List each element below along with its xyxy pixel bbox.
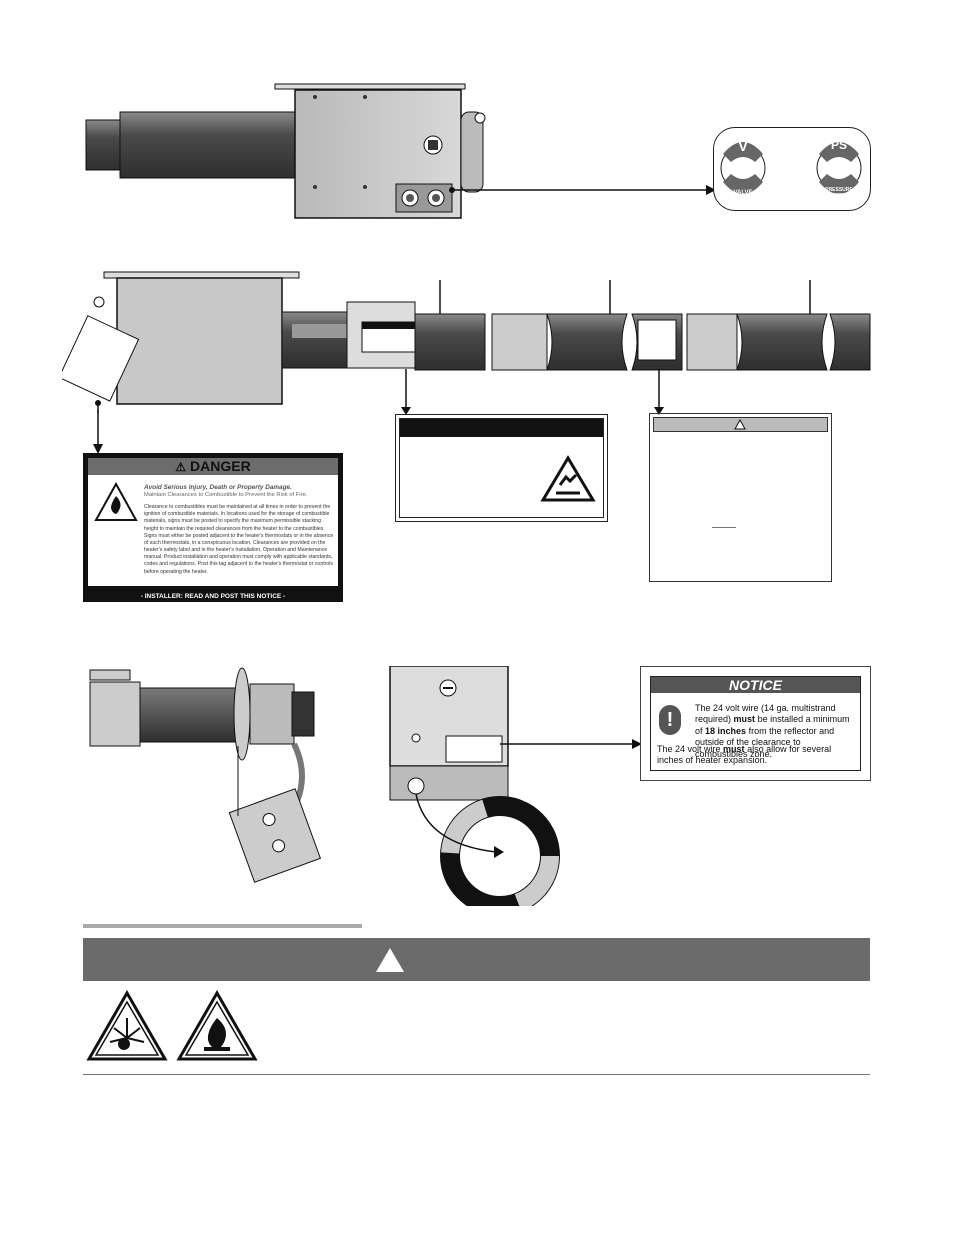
notice-title: NOTICE <box>651 677 860 693</box>
exploding-icon <box>86 990 168 1061</box>
danger-body: Clearance to combustibles must be mainta… <box>144 504 334 575</box>
valve-ps-badge-plate: V VALVE PS PRESSURE SWITCH <box>713 127 871 211</box>
hot-surface-icon <box>540 455 596 502</box>
ps-text-2: SWITCH <box>829 193 849 199</box>
pressure-switch-badge: PS PRESSURE SWITCH <box>816 134 862 202</box>
valve-letter: V <box>738 138 748 154</box>
notice-label: NOTICE ! The 24 volt wire (14 ga. multis… <box>640 666 871 781</box>
notice-paragraph-1: The 24 volt wire (14 ga. multistrand req… <box>695 703 850 725</box>
danger-footer: - INSTALLER: READ AND POST THIS NOTICE - <box>140 593 286 600</box>
warning-triangle-icon <box>376 948 404 972</box>
burner-flange-illustration <box>89 667 322 883</box>
warning-banner <box>83 938 870 981</box>
notice-callout-arrow <box>500 739 642 749</box>
danger-subtitle-1: Avoid Serious Injury, Death or Property … <box>144 484 292 491</box>
notice-paragraph-2: The 24 volt wire must also allow for sev… <box>657 744 832 766</box>
caution-tag-label <box>649 413 832 582</box>
burner-assembly-illustration <box>85 83 486 219</box>
warning-triangle-icon <box>734 419 746 430</box>
ps-text-1: PRESSURE <box>825 187 853 193</box>
danger-subtitle-2: Maintain Clearances to Combustible to Pr… <box>144 492 308 498</box>
section-rule <box>83 924 362 928</box>
control-box-illustration <box>389 666 560 906</box>
hot-surface-label <box>395 414 608 522</box>
warning-triangle-icon: ⚠ <box>175 460 187 474</box>
flame-icon <box>94 482 138 521</box>
notice-paragraph-1-cont: of 18 inches from the reflector and outs… <box>695 726 835 759</box>
danger-header: ⚠DANGER <box>88 458 338 475</box>
danger-label: ⚠DANGER Avoid Serious Injury, Death or P… <box>83 453 343 602</box>
ps-letter: PS <box>830 138 847 152</box>
danger-title: DANGER <box>190 458 251 474</box>
heater-tube-illustration <box>62 271 871 405</box>
exclamation-icon: ! <box>659 705 681 735</box>
valve-text: VALVE <box>733 190 753 196</box>
bottom-rule <box>83 1074 870 1075</box>
valve-badge: V VALVE <box>720 134 766 202</box>
flame-icon <box>176 990 258 1061</box>
callout-lines-middle <box>95 369 664 415</box>
valve-callout-arrow <box>449 185 716 195</box>
danger-callout-line <box>93 410 103 454</box>
